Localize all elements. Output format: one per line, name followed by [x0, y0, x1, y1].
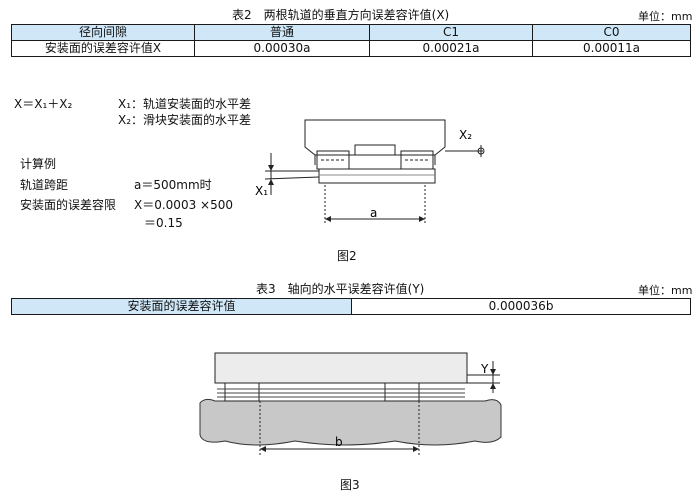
- figure3-caption: 图3: [340, 478, 360, 492]
- table2-cell: 0.00021a: [369, 40, 533, 57]
- table3-label-cell: 安装面的误差容许值: [11, 298, 352, 315]
- table2-unit: 单位：mm: [638, 10, 693, 23]
- formula-x1-desc: X₁：轨道安装面的水平差: [118, 97, 252, 111]
- fig2-label-x1: X₁: [255, 184, 268, 198]
- table2-header-cell: 普通: [194, 24, 370, 41]
- table3: 安装面的误差容许值 0.000036b: [11, 298, 691, 315]
- table2-header-row: 径向间隙 普通 C1 C0: [11, 24, 691, 41]
- table2-header-cell: C1: [369, 24, 533, 41]
- table2-cell: 0.00011a: [532, 40, 691, 57]
- example-tol-result: ＝0.15: [144, 216, 183, 230]
- table2-header-cell: C0: [532, 24, 691, 41]
- example-span-label: 轨道跨距: [20, 178, 69, 192]
- example-tol-value: X＝0.0003 ×500: [134, 198, 233, 212]
- table3-row: 安装面的误差容许值 0.000036b: [11, 298, 691, 315]
- fig2-label-a: a: [370, 206, 377, 220]
- table2-header-cell: 径向间隙: [11, 24, 195, 41]
- example-title: 计算例: [20, 157, 57, 171]
- table2-row: 安装面的误差容许值X 0.00030a 0.00021a 0.00011a: [11, 40, 691, 57]
- fig2-label-x2: X₂: [459, 128, 472, 142]
- figure2-caption: 图2: [337, 249, 357, 263]
- table2-cell: 安装面的误差容许值X: [11, 40, 195, 57]
- fig3-label-y: Y: [480, 362, 489, 376]
- table3-unit: 单位：mm: [638, 284, 693, 297]
- formula-x2-desc: X₂：滑块安装面的水平差: [118, 113, 252, 127]
- table2-caption: 表2 两根轨道的垂直方向误差容许值(X): [232, 8, 450, 22]
- table2-cell: 0.00030a: [194, 40, 370, 57]
- example-span-value: a＝500mm时: [134, 178, 212, 192]
- figure2-diagram: X₂ X₁ a: [255, 119, 485, 225]
- table2: 径向间隙 普通 C1 C0 安装面的误差容许值X 0.00030a 0.0002…: [11, 24, 691, 57]
- table3-caption: 表3 轴向的水平误差容许值(Y): [256, 282, 425, 296]
- example-tol-label: 安装面的误差容限: [20, 198, 117, 212]
- formula-main: X＝X₁＋X₂: [14, 97, 73, 111]
- figure3-diagram: Y b: [199, 352, 502, 455]
- fig3-label-b: b: [335, 435, 343, 449]
- table3-value-cell: 0.000036b: [351, 298, 691, 315]
